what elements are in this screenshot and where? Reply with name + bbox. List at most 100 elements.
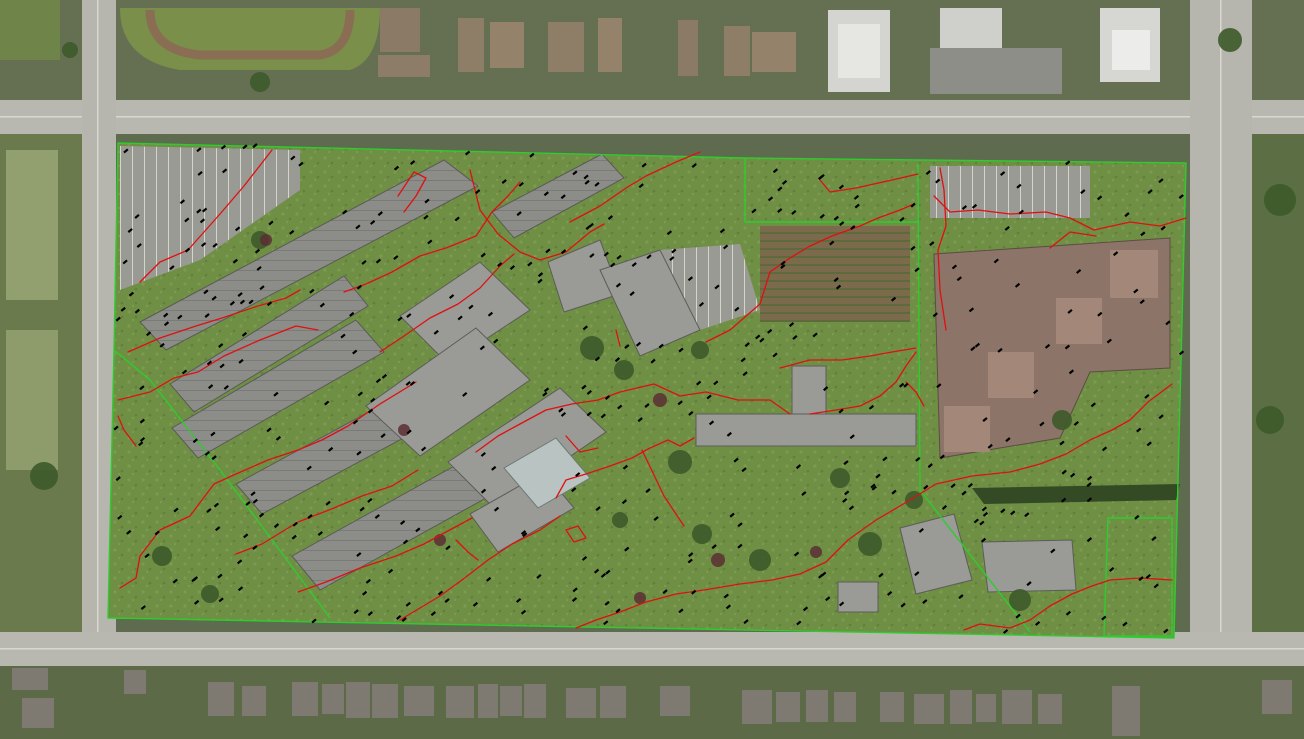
elevation-point — [252, 143, 258, 149]
elevation-point — [610, 262, 616, 268]
elevation-point — [1160, 225, 1166, 231]
elevation-point — [232, 258, 238, 264]
elevation-point — [1151, 536, 1157, 542]
elevation-point — [515, 597, 522, 603]
elevation-point — [586, 411, 592, 417]
elevation-point — [842, 497, 848, 503]
elevation-point — [115, 476, 121, 482]
elevation-point — [616, 254, 622, 260]
elevation-point — [475, 189, 481, 195]
elevation-point — [868, 404, 875, 410]
elevation-point — [982, 511, 989, 517]
elevation-point — [723, 244, 729, 250]
elevation-point — [742, 371, 748, 377]
elevation-point — [604, 395, 611, 400]
contour-line — [127, 289, 301, 353]
elevation-point — [777, 186, 783, 192]
elevation-point — [365, 578, 371, 584]
elevation-point — [713, 380, 719, 386]
elevation-point — [427, 239, 433, 245]
elevation-point — [309, 288, 315, 294]
elevation-point — [192, 438, 198, 444]
elevation-point — [134, 308, 140, 314]
elevation-point — [781, 179, 788, 185]
elevation-point — [604, 600, 610, 606]
elevation-point — [369, 219, 376, 225]
elevation-point — [543, 191, 549, 197]
elevation-point — [838, 601, 845, 607]
elevation-point — [258, 512, 265, 518]
elevation-point — [575, 472, 581, 477]
elevation-point — [1124, 212, 1130, 218]
elevation-point — [795, 464, 802, 470]
elevation-point — [571, 487, 577, 493]
elevation-point — [127, 228, 133, 233]
elevation-point — [367, 408, 374, 414]
elevation-point — [600, 413, 606, 419]
elevation-point — [120, 306, 126, 312]
elevation-point — [325, 500, 331, 506]
elevation-point — [266, 301, 273, 307]
elevation-point — [583, 174, 589, 180]
elevation-point — [923, 484, 929, 490]
elevation-point — [449, 294, 455, 299]
contour-line — [235, 469, 419, 555]
elevation-point — [584, 179, 590, 185]
elevation-point — [887, 590, 893, 596]
elevation-point — [777, 208, 783, 213]
elevation-point — [932, 312, 938, 318]
elevation-point — [208, 384, 214, 390]
elevation-point — [173, 507, 179, 513]
elevation-point — [545, 248, 551, 254]
elevation-point — [850, 225, 856, 231]
elevation-point — [1050, 548, 1056, 554]
elevation-point — [462, 391, 468, 397]
elevation-point — [139, 436, 146, 442]
elevation-point — [838, 184, 845, 190]
elevation-point — [600, 572, 607, 578]
elevation-point — [252, 545, 258, 550]
elevation-point — [415, 527, 421, 533]
elevation-point — [537, 278, 543, 284]
elevation-point — [122, 259, 128, 265]
elevation-point — [479, 345, 485, 351]
elevation-point — [1097, 311, 1103, 317]
elevation-point — [733, 457, 739, 463]
elevation-point — [725, 604, 732, 610]
elevation-point — [935, 178, 941, 184]
elevation-point — [1138, 576, 1144, 582]
contour-line — [575, 383, 1173, 629]
elevation-point — [191, 577, 197, 583]
elevation-point — [197, 170, 203, 176]
elevation-point — [319, 302, 325, 308]
elevation-point — [501, 179, 507, 184]
elevation-point — [493, 338, 499, 344]
elevation-point — [423, 214, 429, 220]
elevation-point — [307, 514, 313, 519]
elevation-point — [1073, 420, 1079, 426]
elevation-point — [406, 429, 412, 435]
elevation-point — [400, 520, 406, 525]
elevation-point — [242, 144, 248, 150]
elevation-point — [698, 301, 705, 307]
elevation-point — [179, 199, 186, 205]
elevation-point — [950, 483, 956, 489]
elevation-point — [254, 248, 261, 254]
elevation-point — [235, 226, 241, 232]
elevation-point — [853, 194, 860, 200]
elevation-point — [1039, 421, 1045, 427]
elevation-point — [380, 433, 386, 439]
elevation-point — [493, 506, 500, 512]
elevation-point — [367, 611, 373, 617]
elevation-point — [1026, 581, 1032, 587]
elevation-point — [1068, 369, 1075, 375]
elevation-point — [444, 598, 450, 603]
elevation-point — [353, 609, 359, 615]
elevation-point — [979, 520, 985, 526]
elevation-point — [275, 435, 282, 441]
elevation-point — [593, 568, 600, 574]
elevation-point — [929, 241, 935, 247]
